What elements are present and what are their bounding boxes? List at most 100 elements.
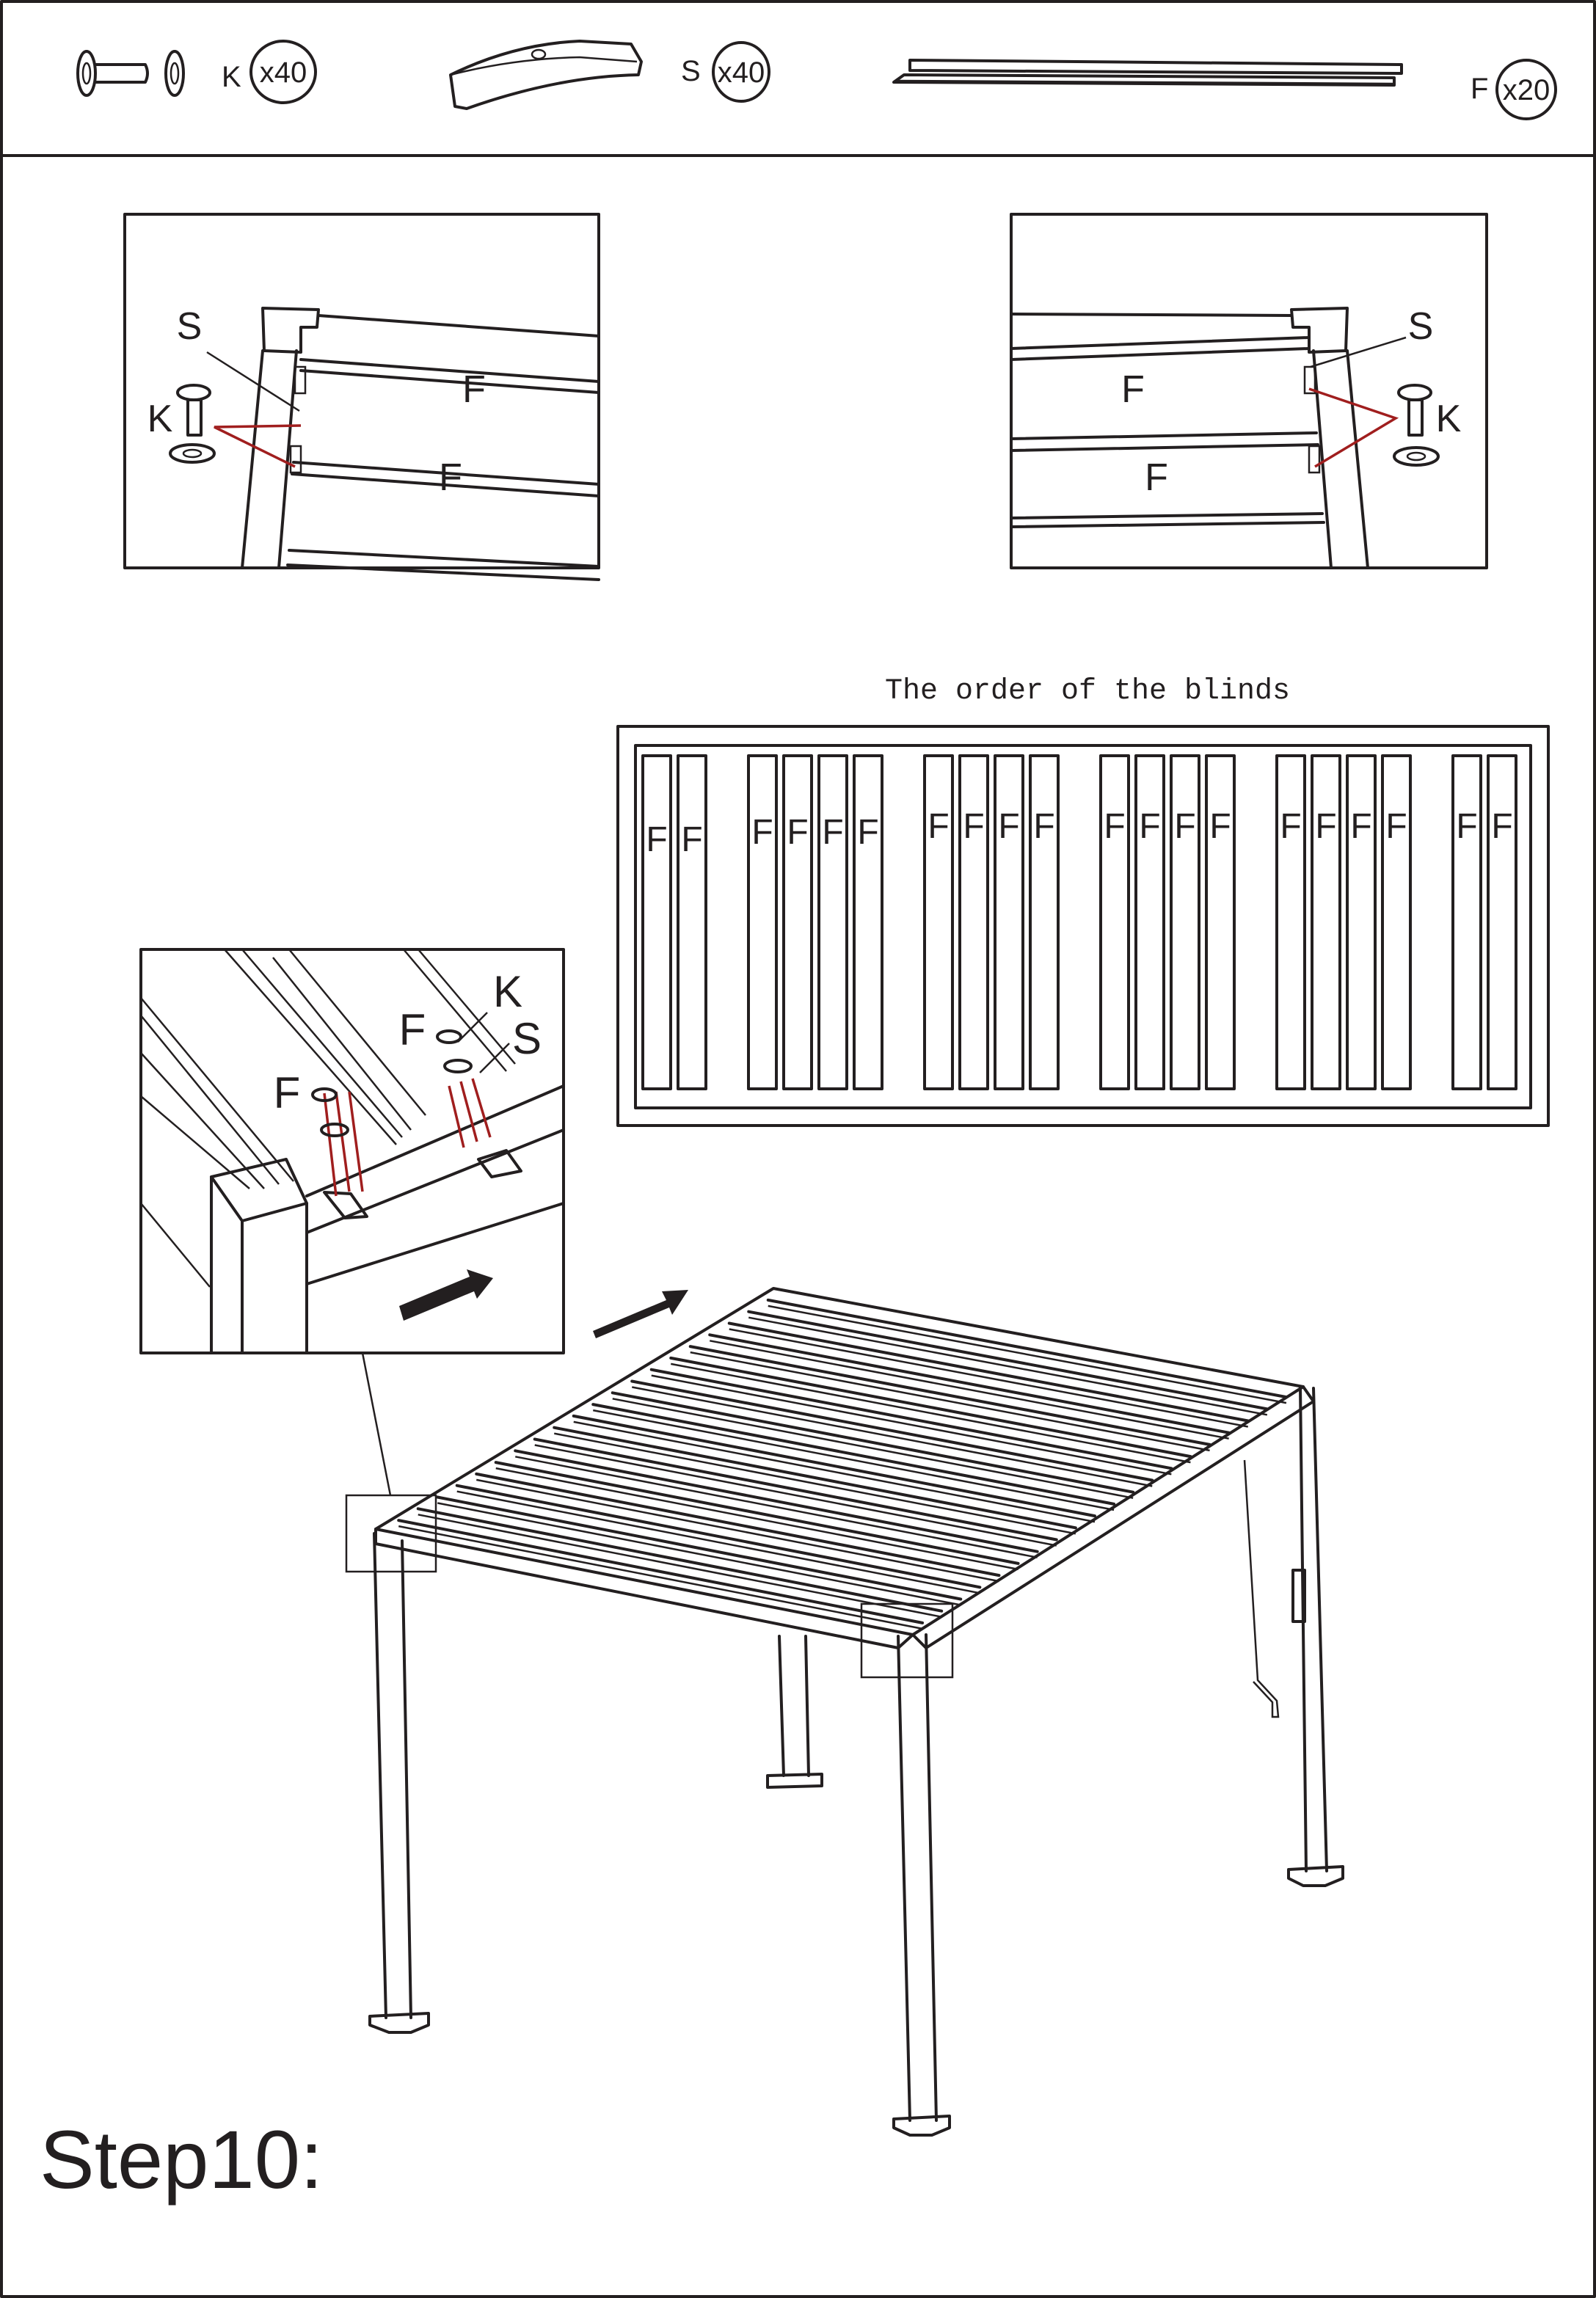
- blind-slat: [747, 754, 778, 1090]
- blind-slat: [1381, 754, 1412, 1090]
- zoom-region: [860, 1602, 954, 1679]
- roof-slat: [766, 1298, 1288, 1399]
- blind-slat-label: F: [822, 813, 843, 852]
- blind-order-title: The order of the blinds: [885, 675, 1290, 708]
- blind-slat: [641, 754, 672, 1090]
- roof-slat: [455, 1484, 982, 1589]
- roof-slat: [649, 1368, 1173, 1470]
- blind-slat-label: F: [1209, 807, 1231, 846]
- guide-line: [323, 1078, 492, 1197]
- blind-slat: [1170, 754, 1200, 1090]
- blind-slat-label: F: [646, 820, 667, 859]
- detail-right-panel: S K F F: [1010, 213, 1488, 569]
- leader-line: [1310, 336, 1407, 368]
- roof-slat: [611, 1391, 1135, 1494]
- f-label: F: [439, 456, 462, 499]
- blind-slat: [1134, 754, 1165, 1090]
- roof-slat: [397, 1519, 925, 1624]
- quantity-circle: [1495, 59, 1557, 120]
- blind-slat: [782, 754, 813, 1090]
- f-label: F: [1121, 368, 1145, 411]
- blind-slat: [958, 754, 989, 1090]
- roof-slat: [690, 1351, 1210, 1452]
- blind-slat: [817, 754, 848, 1090]
- f-label: F: [462, 368, 486, 411]
- part-f-quantity: x20: [1503, 74, 1551, 106]
- k-label: K: [1436, 398, 1462, 440]
- s-label: S: [512, 1014, 542, 1063]
- blind-slat: [1029, 754, 1060, 1090]
- blind-slat-label: F: [928, 807, 949, 846]
- detail-left-panel: S K F F: [123, 213, 600, 581]
- part-f-label: F: [1471, 73, 1488, 105]
- blind-slat: [1099, 754, 1130, 1090]
- blind-slat-label: F: [1456, 807, 1477, 846]
- roof-slat: [669, 1356, 1192, 1459]
- leg: [766, 1635, 823, 1789]
- blind-slat: [677, 754, 707, 1090]
- roof-slat: [436, 1495, 963, 1601]
- roof-slat: [572, 1414, 1096, 1518]
- k-label: K: [493, 967, 522, 1016]
- blind-slat-label: F: [681, 820, 702, 859]
- f-label: F: [274, 1068, 301, 1117]
- part-k-quantity: x40: [260, 56, 307, 89]
- blind-slat: [1346, 754, 1377, 1090]
- roof-slat: [573, 1420, 1096, 1523]
- curved-bracket-icon: [449, 40, 643, 110]
- roof-slat: [534, 1444, 1057, 1547]
- roof-slat: [416, 1507, 944, 1613]
- blind-slat: [1275, 754, 1306, 1090]
- leg: [892, 1633, 951, 2137]
- blind-slat: [1487, 754, 1517, 1090]
- blind-slat-label: F: [963, 807, 984, 846]
- motor-box: [1291, 1569, 1306, 1623]
- roof-slat: [630, 1379, 1154, 1482]
- part-s-quantity: x40: [718, 56, 765, 89]
- blind-slat: [1451, 754, 1482, 1090]
- blind-slat-label: F: [1280, 807, 1301, 846]
- roof-slat: [456, 1490, 980, 1594]
- blind-order-frame: [616, 725, 1550, 1127]
- part-f: F x20: [892, 59, 1557, 120]
- roof-slat: [476, 1478, 999, 1583]
- detail-corner-panel: F F K S: [139, 948, 565, 1354]
- quantity-circle: [712, 41, 770, 103]
- roof-slat: [612, 1398, 1134, 1499]
- roof-slat: [671, 1363, 1191, 1464]
- roof-slats: [397, 1298, 1288, 1630]
- roof-slat: [591, 1403, 1116, 1506]
- leg: [368, 1532, 430, 2034]
- roof-slat: [593, 1409, 1115, 1511]
- roof-slat: [708, 1333, 1231, 1434]
- roof-slat: [688, 1345, 1211, 1446]
- part-k-label: K: [222, 61, 241, 93]
- direction-arrow-icon: [593, 1290, 688, 1338]
- blind-slat-label: F: [1139, 807, 1160, 846]
- direction-arrow-icon: [399, 1269, 493, 1321]
- corner-plate: [261, 307, 320, 354]
- blind-slat-label: F: [1350, 807, 1371, 846]
- blind-slat-label: F: [751, 813, 773, 852]
- bolt-and-washer-icon: [1393, 384, 1440, 467]
- crank-handle: [1243, 1459, 1280, 1718]
- part-s: S x40: [449, 40, 770, 110]
- blind-slat-label: F: [1491, 807, 1512, 846]
- f-label: F: [1145, 456, 1168, 499]
- roof-slat: [768, 1305, 1287, 1404]
- roof-slat: [710, 1340, 1229, 1440]
- blind-slat-label: F: [787, 813, 808, 852]
- blind-slat-label: F: [998, 807, 1019, 846]
- blind-slat-label: F: [857, 813, 878, 852]
- roof-slat: [533, 1437, 1058, 1542]
- s-label: S: [177, 305, 203, 348]
- guide-line: [1308, 387, 1399, 468]
- zoom-region: [345, 1494, 437, 1573]
- bolt-and-washer-icon: [76, 50, 185, 97]
- f-label: F: [399, 1005, 426, 1054]
- blind-slat-icon: [892, 59, 1403, 87]
- leader-line: [206, 351, 300, 412]
- blind-slat: [994, 754, 1024, 1090]
